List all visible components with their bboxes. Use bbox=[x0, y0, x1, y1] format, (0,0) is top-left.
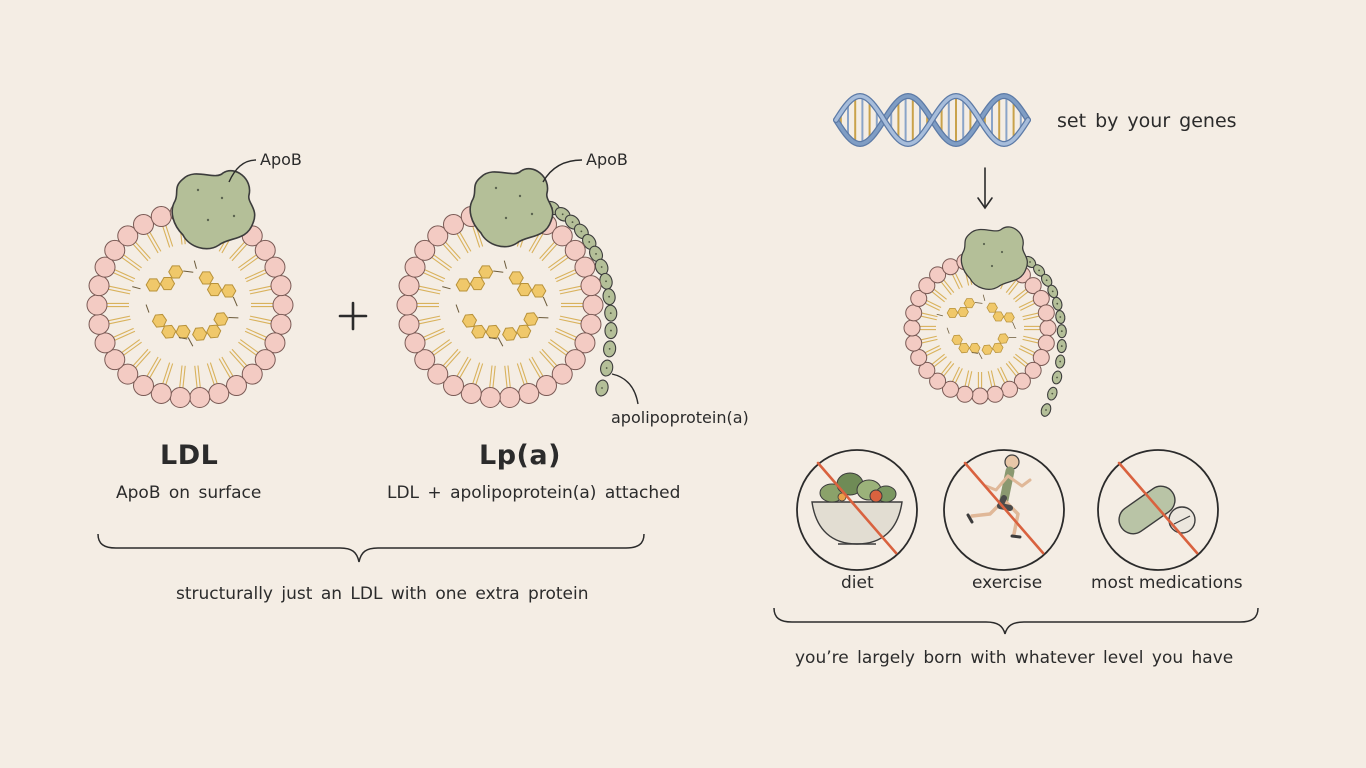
lpa-subtitle: LDL + apolipoprotein(a) attached bbox=[387, 483, 681, 503]
right-summary-note: you’re largely born with whatever level … bbox=[795, 648, 1234, 668]
lpa-particle bbox=[396, 202, 604, 408]
lpa-apob-label: ApoB bbox=[586, 150, 628, 169]
exercise-label: exercise bbox=[972, 573, 1043, 593]
genes-label: set by your genes bbox=[1057, 110, 1237, 132]
medications-icon-circle bbox=[1097, 449, 1219, 571]
ldl-apob-protein bbox=[171, 170, 256, 250]
plus-sign-graphic bbox=[338, 301, 368, 331]
right-brace bbox=[773, 607, 1259, 635]
apoa-label: apolipoprotein(a) bbox=[611, 408, 749, 427]
diet-label: diet bbox=[841, 573, 874, 593]
runner-icon bbox=[966, 454, 1032, 539]
genes-particle-apoa-chain bbox=[1023, 255, 1067, 417]
medications-label: most medications bbox=[1091, 573, 1243, 593]
apob-texture-dots bbox=[196, 186, 1004, 268]
left-brace bbox=[97, 533, 645, 563]
genes-particle-apob-protein bbox=[960, 226, 1028, 290]
apolipoprotein-a-chain bbox=[543, 200, 618, 397]
lpa-apob-protein bbox=[469, 168, 554, 248]
exercise-icon-circle bbox=[943, 449, 1065, 571]
ldl-apob-label: ApoB bbox=[260, 150, 302, 169]
lpa-apob-leader-line bbox=[542, 159, 583, 183]
apoa-leader-line bbox=[611, 373, 639, 405]
left-summary-note: structurally just an LDL with one extra … bbox=[176, 584, 589, 604]
dna-helix-icon bbox=[833, 92, 1031, 148]
lpa-title: Lp(a) bbox=[479, 440, 561, 471]
ldl-subtitle: ApoB on surface bbox=[116, 483, 262, 503]
ldl-apob-leader-line bbox=[228, 159, 257, 183]
pill-icon bbox=[1118, 485, 1196, 535]
down-arrow-icon bbox=[977, 167, 993, 210]
diet-icon-circle bbox=[796, 449, 918, 571]
ldl-title: LDL bbox=[160, 440, 219, 471]
